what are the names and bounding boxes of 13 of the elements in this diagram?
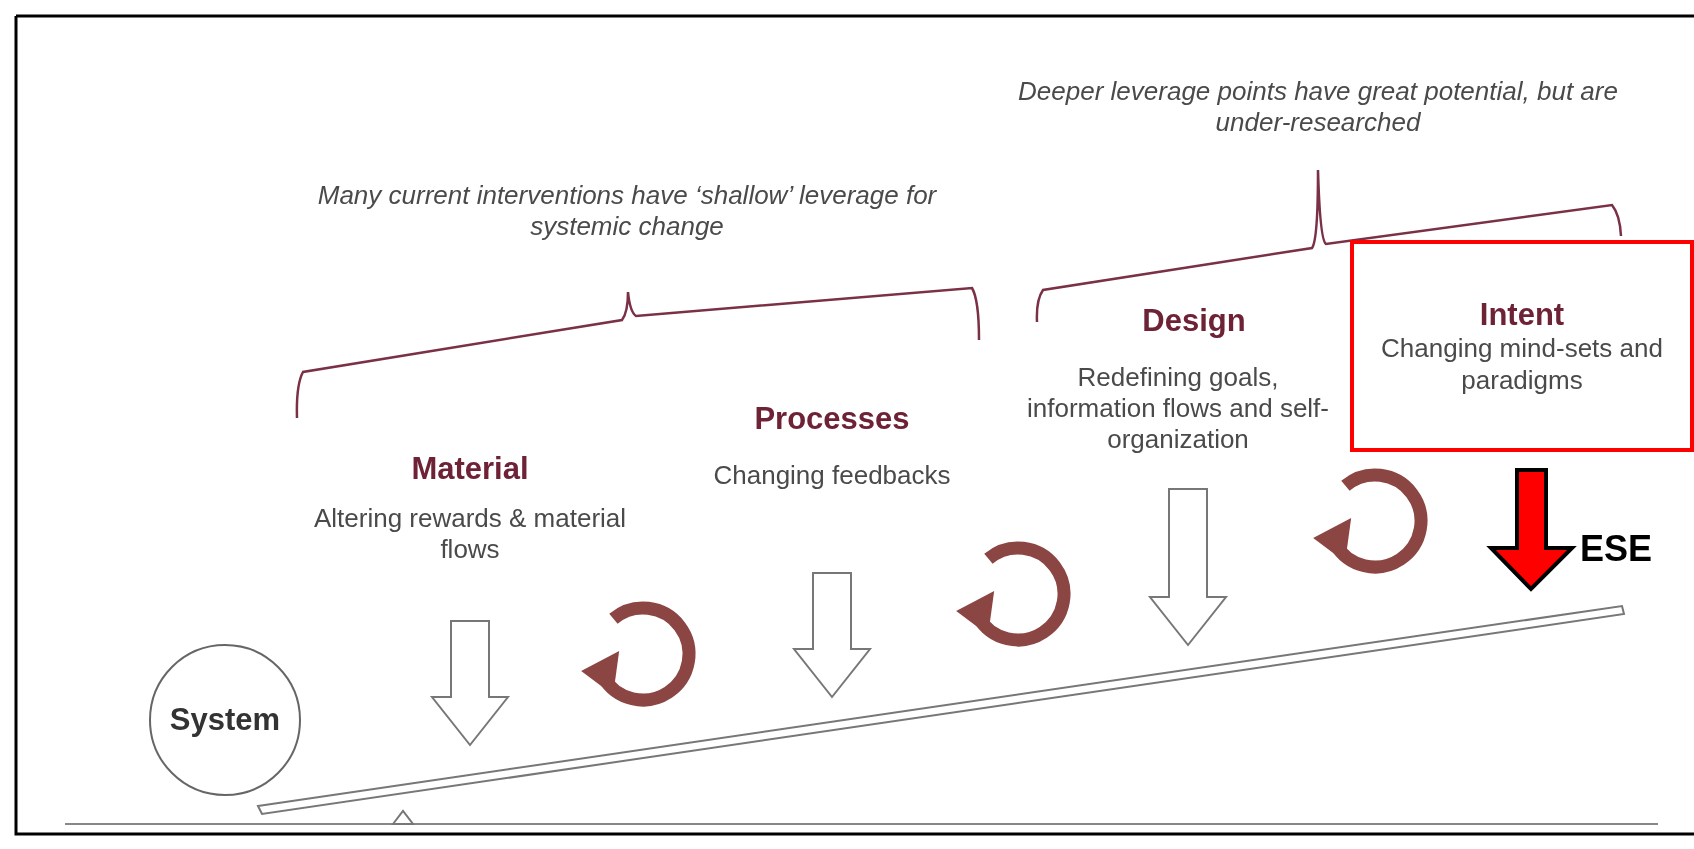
node-label: System bbox=[169, 701, 281, 739]
category-heading: Processes bbox=[753, 400, 911, 438]
category-description: Altering rewards & material flows bbox=[312, 503, 628, 566]
annotation-text: Many current interventions have ‘shallow’ leverage for systemic change bbox=[316, 180, 938, 243]
category-description: Changing feedbacks bbox=[712, 460, 952, 492]
intent-box bbox=[1350, 240, 1694, 452]
annotation-text: Deeper leverage points have great potential, but are under-researched bbox=[1017, 76, 1619, 139]
ese-label: ESE bbox=[1580, 527, 1654, 571]
category-description: Redefining goals, information flows and self-organization bbox=[1026, 362, 1330, 456]
category-heading: Intent bbox=[1479, 296, 1565, 334]
category-description: Changing mind-sets and paradigms bbox=[1380, 333, 1664, 396]
category-heading: Material bbox=[410, 450, 530, 488]
category-heading: Design bbox=[1141, 302, 1247, 340]
